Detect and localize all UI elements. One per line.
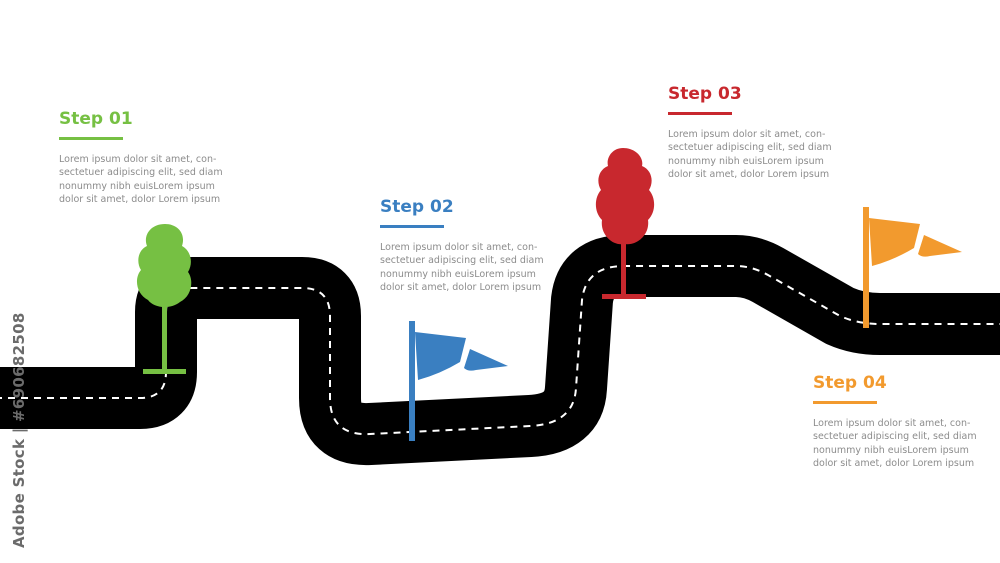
tree-icon — [595, 148, 655, 299]
description-line: Lorem ipsum dolor sit amet, con- — [59, 154, 217, 165]
step-2: Step 02 Lorem ipsum dolor sit amet, con-… — [380, 197, 544, 294]
step-title: Step 02 — [380, 197, 454, 217]
description-line: dolor sit amet, dolor Lorem ipsum — [59, 193, 221, 205]
description-line: sectetuer adipiscing elit, sed diam — [380, 255, 544, 267]
step-1: Step 01 Lorem ipsum dolor sit amet, con-… — [59, 109, 223, 206]
description-line: dolor sit amet, dolor Lorem ipsum — [380, 281, 542, 293]
step-description: Lorem ipsum dolor sit amet, con- sectetu… — [380, 241, 544, 294]
description-line: nonummy nibh euisLorem ipsum — [668, 155, 824, 167]
step-title: Step 04 — [813, 373, 887, 393]
description-line: sectetuer adipiscing elit, sed diam — [668, 142, 832, 154]
description-line: nonummy nibh euisLorem ipsum — [59, 180, 215, 192]
flag-icon — [863, 207, 962, 328]
description-line: Lorem ipsum dolor sit amet, con- — [668, 129, 826, 140]
description-line: Lorem ipsum dolor sit amet, con- — [380, 242, 538, 253]
description-line: sectetuer adipiscing elit, sed diam — [59, 167, 223, 179]
step-divider — [813, 401, 877, 404]
stock-watermark-label: Adobe Stock | #690682508 — [10, 312, 28, 548]
step-divider — [668, 112, 732, 115]
step-4: Step 04 Lorem ipsum dolor sit amet, con-… — [813, 373, 977, 470]
description-line: dolor sit amet, dolor Lorem ipsum — [813, 457, 975, 469]
step-title: Step 03 — [668, 84, 742, 104]
step-description: Lorem ipsum dolor sit amet, con- sectetu… — [813, 417, 977, 470]
description-line: Lorem ipsum dolor sit amet, con- — [813, 418, 971, 429]
step-description: Lorem ipsum dolor sit amet, con- sectetu… — [668, 128, 832, 181]
description-line: nonummy nibh euisLorem ipsum — [380, 268, 536, 280]
step-description: Lorem ipsum dolor sit amet, con- sectetu… — [59, 153, 223, 206]
step-title: Step 01 — [59, 109, 133, 129]
road-center-line — [0, 265, 1000, 436]
flag-icon — [409, 321, 508, 441]
description-line: sectetuer adipiscing elit, sed diam — [813, 431, 977, 443]
description-line: dolor sit amet, dolor Lorem ipsum — [668, 168, 830, 180]
step-3: Step 03 Lorem ipsum dolor sit amet, con-… — [668, 84, 832, 181]
tree-icon — [136, 224, 192, 374]
step-divider — [380, 225, 444, 228]
description-line: nonummy nibh euisLorem ipsum — [813, 444, 969, 456]
step-divider — [59, 137, 123, 140]
